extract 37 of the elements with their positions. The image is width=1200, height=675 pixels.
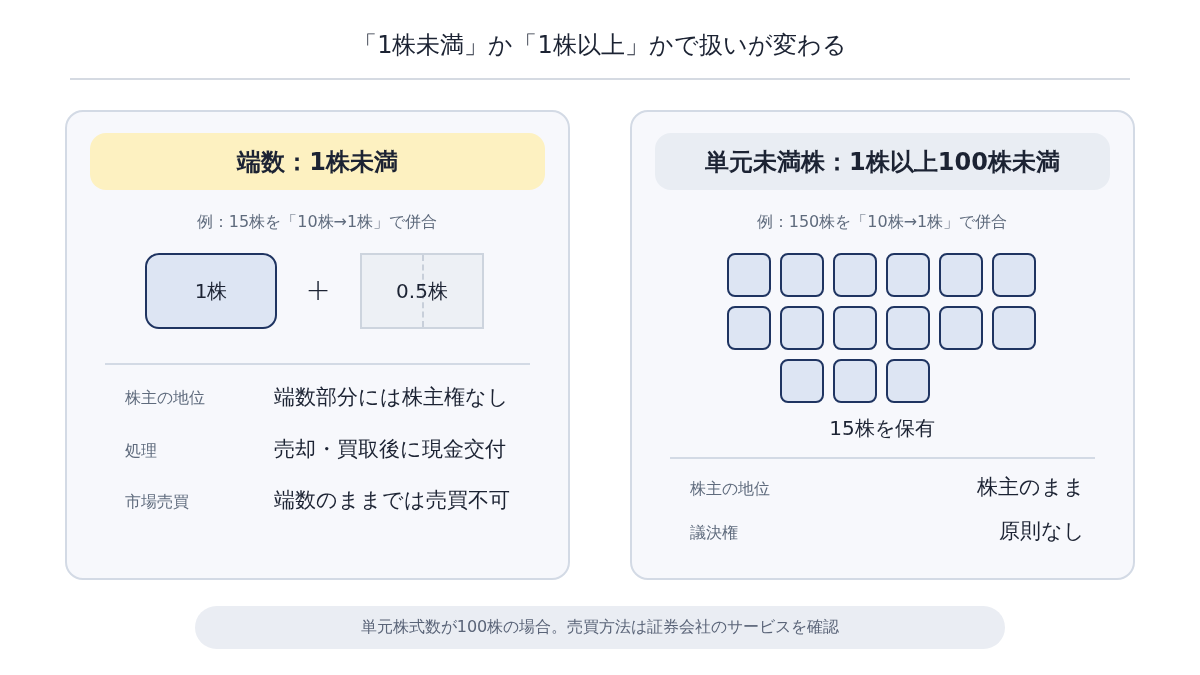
row-value: 原則なし xyxy=(999,517,1085,545)
header-banner: 単元未満株：1株以上100株未満 xyxy=(655,133,1110,190)
row-value: 端数のままでは売買不可 xyxy=(274,486,510,514)
card-panel xyxy=(65,110,570,580)
row-label: 市場売買 xyxy=(125,492,189,512)
share-square xyxy=(780,359,824,403)
diagram-title: 「1株未満」か「1株以上」かで扱いが変わる xyxy=(353,30,847,60)
card-panel xyxy=(630,110,1135,580)
share-block: 1株 xyxy=(145,253,277,329)
share-square xyxy=(992,306,1036,350)
share-square xyxy=(833,359,877,403)
share-square xyxy=(727,306,771,350)
share-square xyxy=(780,306,824,350)
share-square xyxy=(886,306,930,350)
example-note: 例：15株を「10株→1株」で併合 xyxy=(196,212,438,232)
share-square xyxy=(886,253,930,297)
header-banner: 端数：1株未満 xyxy=(90,133,545,190)
share-square xyxy=(992,253,1036,297)
share-square xyxy=(939,306,983,350)
row-label: 処理 xyxy=(125,441,157,461)
share-square xyxy=(833,253,877,297)
share-square xyxy=(833,306,877,350)
share-square xyxy=(780,253,824,297)
share-square xyxy=(727,253,771,297)
fraction-block: 0.5株 xyxy=(360,253,484,329)
row-label: 株主の地位 xyxy=(125,388,205,408)
example-note: 例：150株を「10株→1株」で併合 xyxy=(756,212,1008,232)
row-label: 株主の地位 xyxy=(690,479,770,499)
row-label: 議決権 xyxy=(690,523,738,543)
plus-sign: + xyxy=(305,271,331,309)
share-square xyxy=(939,253,983,297)
row-value: 端数部分には株主権なし xyxy=(274,383,509,411)
row-value: 売却・買取後に現金交付 xyxy=(274,435,506,463)
note-banner: 単元株式数が100株の場合。売買方法は証券会社のサービスを確認 xyxy=(195,606,1005,649)
share-square xyxy=(886,359,930,403)
row-value: 株主のまま xyxy=(977,473,1085,501)
grid-caption: 15株を保有 xyxy=(829,415,935,441)
